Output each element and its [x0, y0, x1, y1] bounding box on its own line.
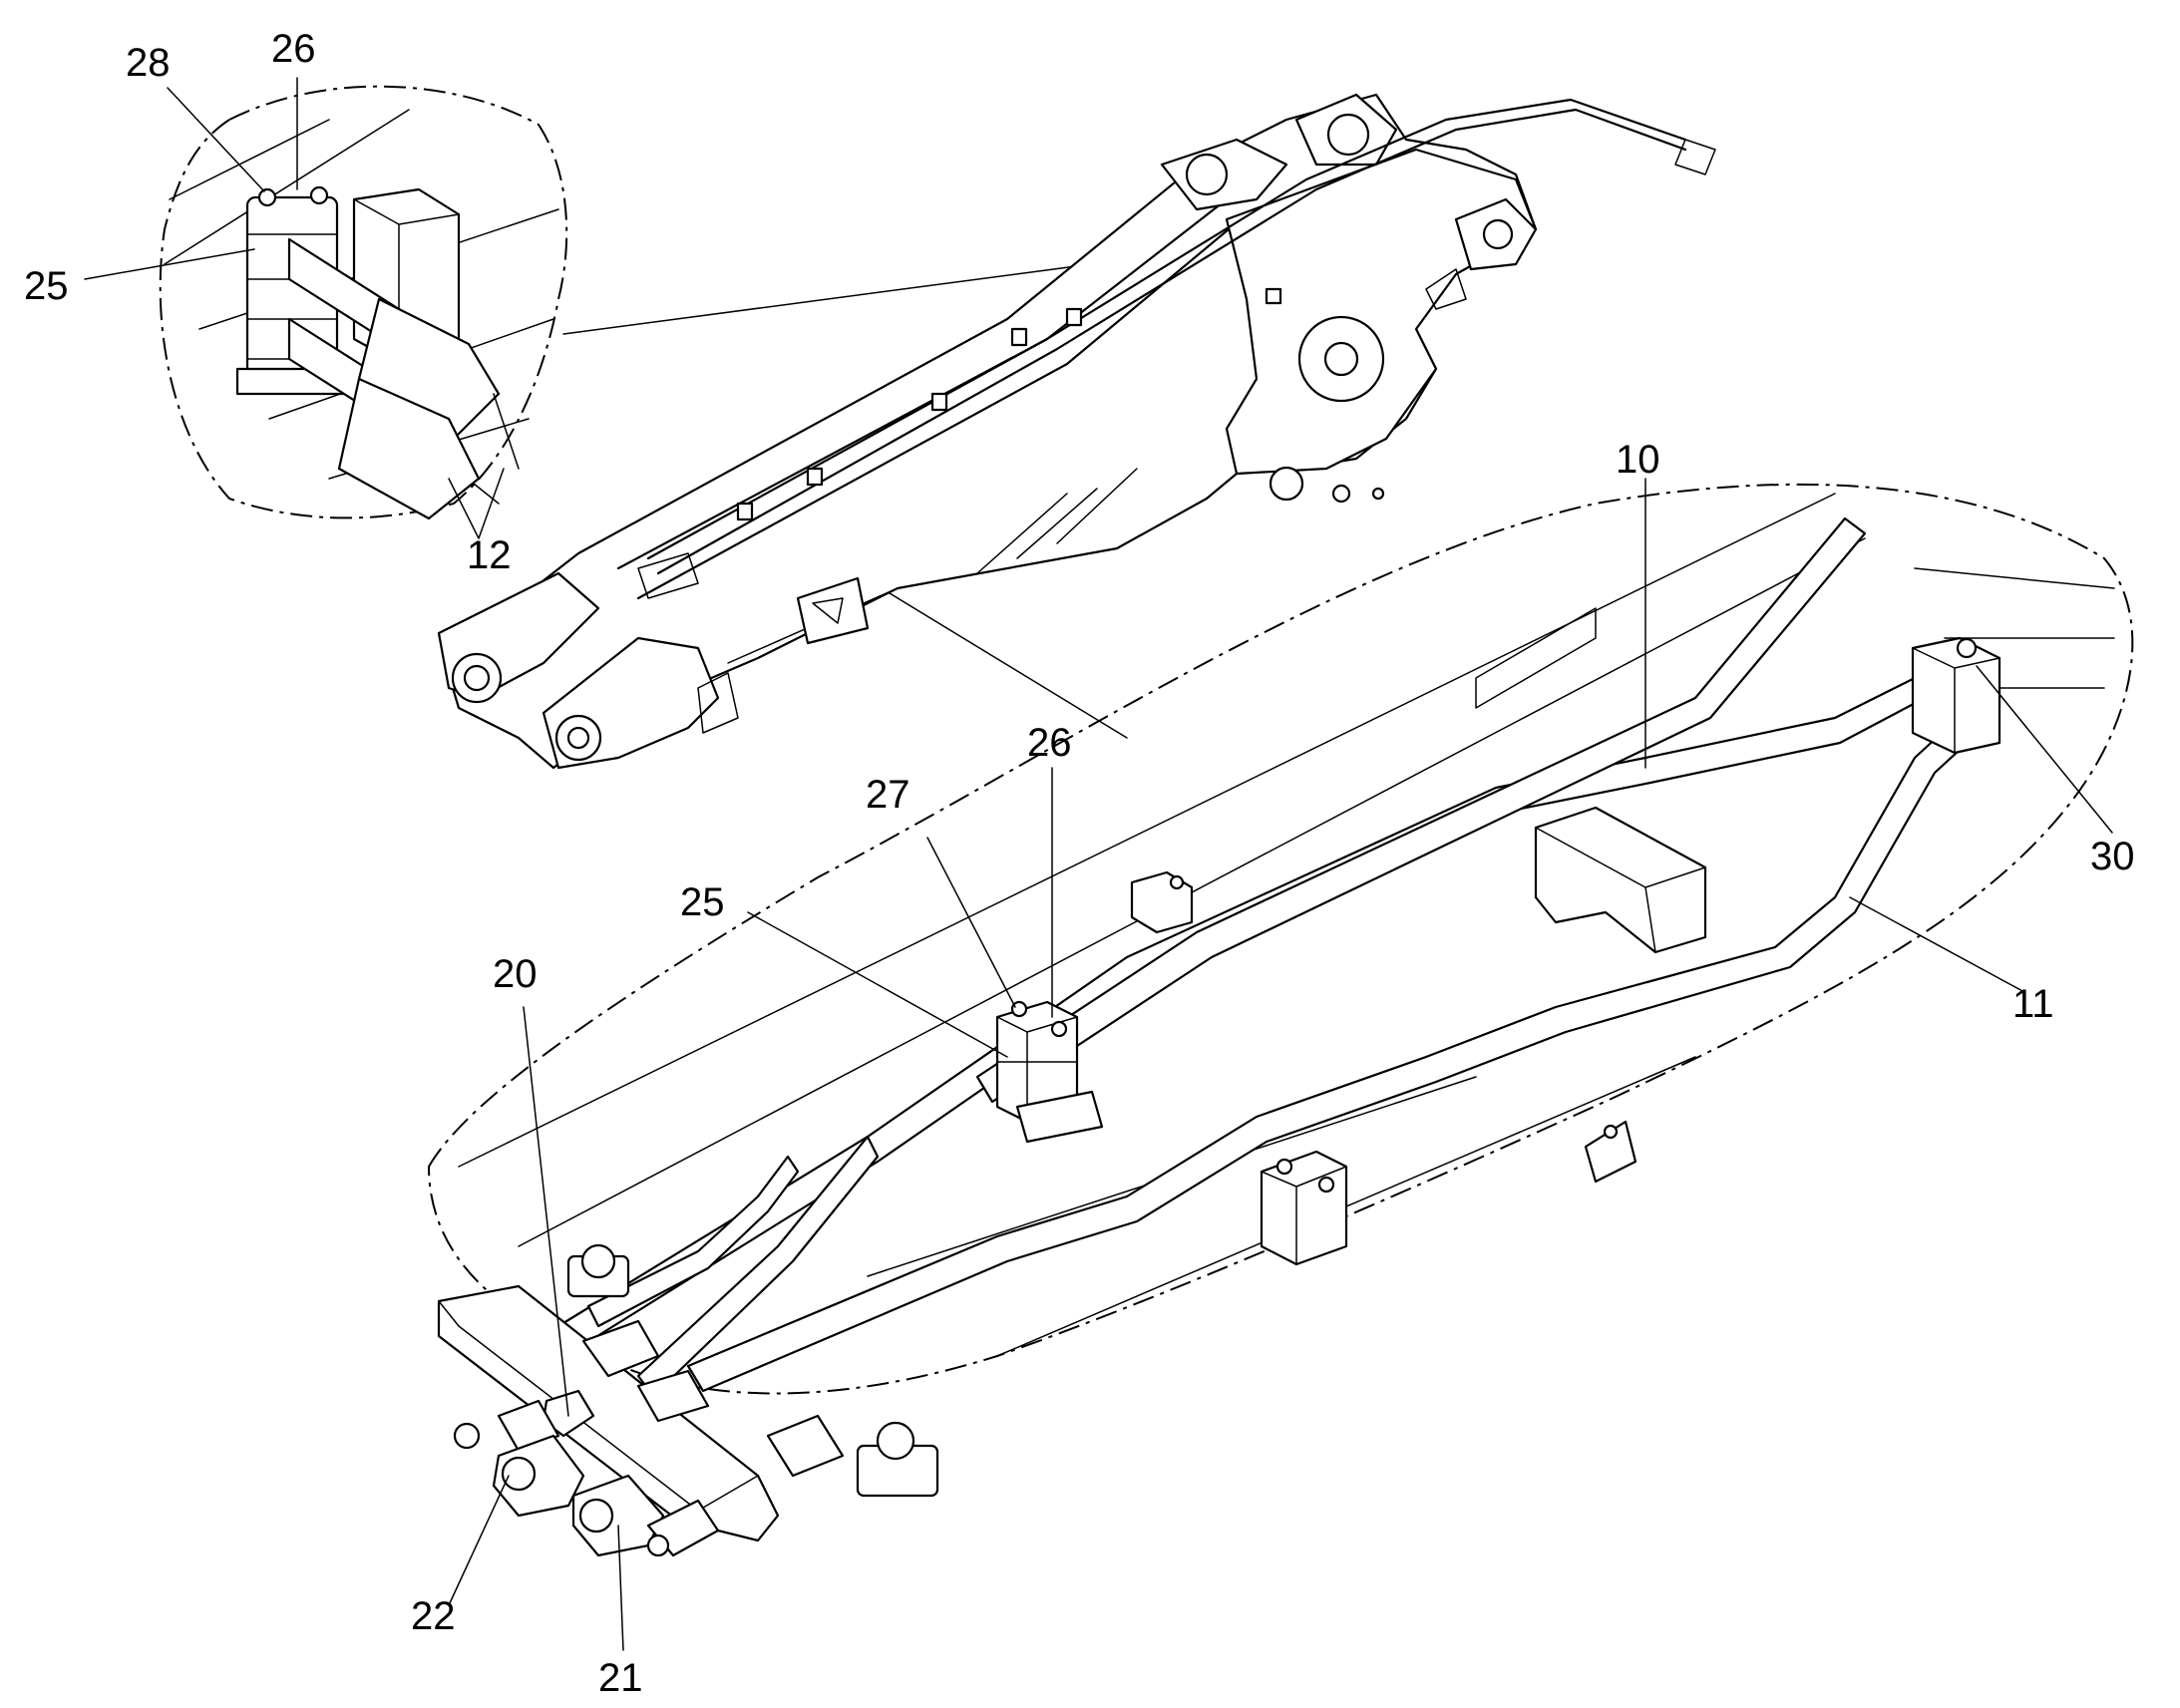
leader-lines — [84, 77, 2113, 1651]
connector-plate — [437, 1284, 780, 1542]
bolt-26-icon — [309, 185, 329, 205]
label-21: 21 — [598, 1656, 643, 1700]
excavator-boom — [437, 93, 1716, 770]
bolt-28-icon — [257, 187, 277, 207]
label-10: 10 — [1616, 438, 1660, 482]
label-27: 27 — [866, 773, 910, 817]
label-26-main: 26 — [1027, 721, 1072, 765]
label-11: 11 — [2012, 982, 2054, 1026]
detail-inset-top — [159, 85, 568, 520]
label-25-top: 25 — [24, 264, 69, 308]
label-25-main: 25 — [680, 880, 725, 924]
label-22: 22 — [411, 1594, 456, 1638]
clamp-mid — [1260, 1150, 1348, 1266]
label-12: 12 — [467, 533, 512, 577]
detail-leader-line — [562, 253, 1168, 335]
bolt-30-icon — [1956, 637, 1978, 659]
bolt-27-icon — [1010, 1000, 1028, 1018]
bolt-26-icon — [1050, 1020, 1068, 1038]
pipe-10 — [556, 676, 1927, 1353]
label-30: 30 — [2090, 835, 2135, 878]
fitting-21 — [571, 1474, 720, 1557]
reference-numerals: 28 26 25 12 10 27 26 25 20 30 11 22 21 — [24, 27, 2135, 1700]
label-28-top: 28 — [126, 41, 171, 85]
main-detail-view — [427, 483, 2134, 1557]
fitting-22 — [492, 1434, 585, 1518]
label-26-top: 26 — [271, 27, 316, 71]
label-20: 20 — [493, 952, 538, 996]
support-block — [1534, 806, 1707, 954]
clamp-30 — [1911, 636, 2001, 755]
